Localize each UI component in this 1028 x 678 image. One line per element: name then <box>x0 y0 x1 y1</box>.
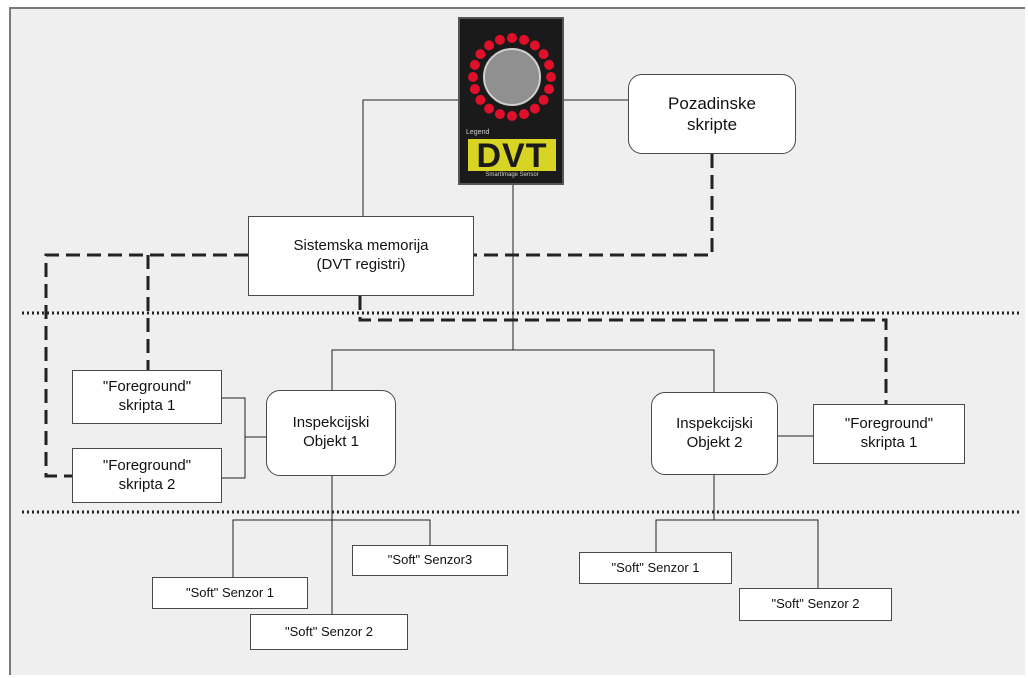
soft-sensor-3-left-node: "Soft" Senzor3 <box>352 545 508 576</box>
node-label: "Soft" Senzor 2 <box>771 596 860 612</box>
led-dot <box>494 109 505 120</box>
soft-sensor-1-left-node: "Soft" Senzor 1 <box>152 577 308 609</box>
soft-sensor-1-right-node: "Soft" Senzor 1 <box>579 552 732 584</box>
led-dot <box>469 84 480 95</box>
node-label-line1: Sistemska memorija <box>293 237 429 255</box>
logo-brand-text: DVT <box>468 139 556 173</box>
led-dot <box>538 49 549 60</box>
node-label-line1: Inspekcijski <box>676 414 753 432</box>
led-dot <box>484 40 495 51</box>
node-label-line1: "Foreground" <box>844 415 934 433</box>
node-label-line1: Inspekcijski <box>292 414 370 432</box>
node-label-line1: Pozadinske <box>668 93 756 113</box>
node-label-line2: skripta 1 <box>118 397 176 414</box>
led-dot <box>546 72 556 82</box>
foreground-script-1-left-node: "Foreground" skripta 1 <box>72 370 222 424</box>
led-dot <box>529 40 540 51</box>
foreground-script-2-left-node: "Foreground" skripta 2 <box>72 448 222 503</box>
background-scripts-node: Pozadinske skripte <box>628 74 796 154</box>
led-dot <box>475 94 486 105</box>
led-dot <box>507 111 517 121</box>
led-dot <box>538 94 549 105</box>
node-label: "Soft" Senzor3 <box>387 552 473 568</box>
foreground-script-1-right-node: "Foreground" skripta 1 <box>813 404 965 464</box>
led-dot <box>507 33 517 43</box>
node-label: "Soft" Senzor 1 <box>186 584 274 600</box>
led-ring-icon <box>468 33 556 121</box>
led-dot <box>519 109 530 120</box>
node-label-line1: "Foreground" <box>102 456 192 474</box>
dvt-sensor-logo: Legend DVT SmartImage Sensor <box>458 17 564 185</box>
node-label: "Soft" Senzor 1 <box>611 559 700 575</box>
node-label-line2: skripte <box>686 115 738 134</box>
solid-connectors <box>222 99 819 614</box>
system-memory-node: Sistemska memorija (DVT registri) <box>248 216 474 296</box>
node-label-line2: skripta 2 <box>118 475 176 493</box>
led-dot <box>484 103 495 114</box>
logo-sub-text: SmartImage Sensor <box>485 172 539 178</box>
logo-legend-text: Legend <box>466 129 490 136</box>
inspection-object-2-node: Inspekcijski Objekt 2 <box>651 392 778 475</box>
node-label-line2: (DVT registri) <box>316 256 406 273</box>
led-dot <box>468 72 478 82</box>
node-label-line1: "Foreground" <box>102 378 192 396</box>
led-dot <box>475 49 486 60</box>
node-label-line2: skripta 1 <box>860 434 918 451</box>
soft-sensor-2-right-node: "Soft" Senzor 2 <box>739 588 892 621</box>
led-dot <box>494 34 505 45</box>
soft-sensor-2-left-node: "Soft" Senzor 2 <box>250 614 408 650</box>
led-dot <box>469 59 480 70</box>
node-label: "Soft" Senzor 2 <box>285 623 373 639</box>
led-dot <box>519 34 530 45</box>
led-dot <box>544 84 555 95</box>
node-label-line2: Objekt 1 <box>303 433 359 450</box>
inspection-object-1-node: Inspekcijski Objekt 1 <box>266 390 396 476</box>
led-dot <box>529 103 540 114</box>
led-dot <box>544 59 555 70</box>
dashed-connectors <box>44 154 888 478</box>
node-label-line2: Objekt 2 <box>686 433 743 451</box>
